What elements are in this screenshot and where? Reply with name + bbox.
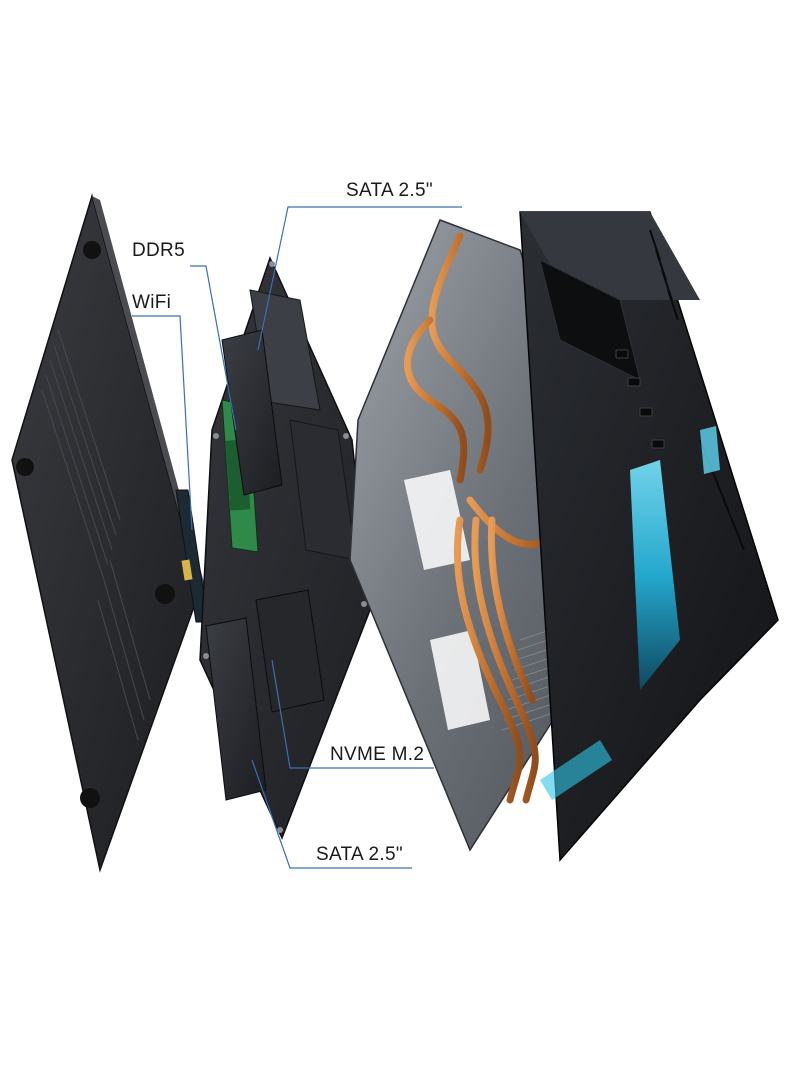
callout-line-ddr5	[190, 265, 237, 431]
label-sata-top: SATA 2.5"	[346, 180, 433, 201]
motherboard	[199, 255, 371, 840]
label-wifi: WiFi	[132, 292, 172, 313]
label-sata-bottom: SATA 2.5"	[316, 844, 403, 865]
callout-line-sata-bottom	[251, 759, 412, 869]
label-ddr5: DDR5	[132, 240, 185, 261]
callout-lines	[132, 206, 462, 869]
outer-case	[519, 211, 779, 862]
callout-line-wifi	[132, 315, 193, 531]
label-nvme-m2: NVME M.2	[330, 744, 425, 765]
callout-line-sata-top	[257, 206, 462, 351]
callout-line-nvme	[271, 659, 434, 769]
bottom-plate	[11, 193, 206, 873]
